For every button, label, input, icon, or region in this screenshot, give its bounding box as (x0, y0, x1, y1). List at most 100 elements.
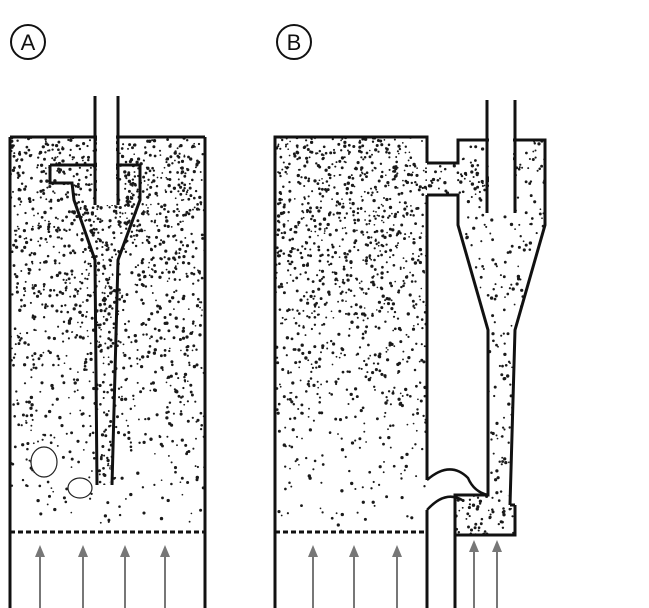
particle (173, 258, 177, 261)
particle (114, 216, 117, 219)
particle (152, 145, 156, 149)
particle (415, 429, 418, 432)
particle (69, 454, 72, 457)
particle (282, 346, 286, 350)
particle (54, 216, 58, 219)
particle (313, 295, 316, 298)
particle (353, 185, 356, 188)
arrow-head-icon (492, 540, 502, 552)
particle (304, 240, 307, 244)
particle (60, 268, 61, 270)
particle (421, 326, 424, 330)
particle (67, 210, 71, 214)
particle (122, 143, 125, 146)
particle (503, 260, 507, 264)
particle (63, 228, 66, 231)
particle (44, 219, 46, 222)
particle (107, 225, 111, 229)
particle (321, 282, 325, 286)
particle (185, 210, 189, 214)
particle (155, 299, 157, 302)
particle (532, 150, 535, 153)
particle (367, 343, 370, 347)
particle (140, 261, 144, 265)
particle (540, 304, 543, 307)
particle (410, 280, 414, 283)
particle (483, 530, 487, 533)
particle (104, 428, 108, 432)
particle (312, 297, 315, 300)
particle (43, 210, 47, 215)
particle (78, 310, 82, 314)
duct-particles-b (427, 163, 486, 195)
particle (533, 323, 537, 327)
particle (127, 424, 129, 427)
particle (328, 431, 332, 434)
particle (61, 146, 64, 148)
particle (85, 433, 89, 437)
particle (385, 347, 388, 349)
particle (137, 252, 140, 256)
particle (463, 177, 466, 180)
particle (487, 509, 490, 512)
particle (194, 465, 197, 468)
particle (125, 315, 128, 318)
particle (309, 248, 312, 251)
particle (288, 198, 292, 202)
particle (339, 219, 342, 222)
particle (123, 254, 127, 258)
particle (185, 335, 189, 339)
particle (103, 373, 106, 376)
particle (128, 356, 131, 360)
particle (136, 157, 141, 161)
particle (106, 458, 110, 463)
particle (326, 260, 330, 263)
particle (177, 178, 180, 181)
particle (73, 381, 77, 385)
gas-bubble (67, 477, 93, 499)
particle (123, 470, 127, 474)
particle (393, 386, 396, 389)
particle (423, 185, 427, 189)
particle (69, 295, 72, 298)
particle (541, 474, 544, 477)
particle (302, 325, 305, 327)
particle (66, 195, 69, 199)
particle (535, 425, 538, 428)
particle (365, 441, 367, 443)
particle (385, 495, 389, 499)
particle (134, 301, 138, 304)
particle (60, 374, 64, 378)
particle (412, 422, 415, 425)
particle (286, 143, 289, 145)
particle (107, 518, 111, 522)
particle (283, 203, 286, 206)
particle (408, 293, 412, 297)
particle (276, 233, 280, 237)
particle (186, 380, 189, 383)
particle (347, 288, 351, 291)
particle (77, 321, 79, 324)
particle (61, 219, 65, 222)
particle (285, 354, 288, 357)
particle (19, 332, 22, 335)
particle (167, 257, 171, 261)
particle (112, 288, 117, 293)
particle (143, 146, 147, 149)
particle (179, 166, 182, 169)
particle (141, 284, 145, 287)
particle (57, 357, 61, 361)
particle (384, 401, 388, 405)
particle (321, 463, 325, 466)
particle (101, 291, 104, 294)
particle (482, 267, 485, 271)
particle (302, 309, 305, 312)
particle (281, 316, 284, 319)
particle (314, 360, 318, 364)
particle (47, 220, 50, 223)
particle (190, 512, 193, 515)
particle (166, 224, 170, 228)
particle (418, 260, 422, 265)
particle (385, 243, 388, 246)
particle (153, 388, 158, 393)
